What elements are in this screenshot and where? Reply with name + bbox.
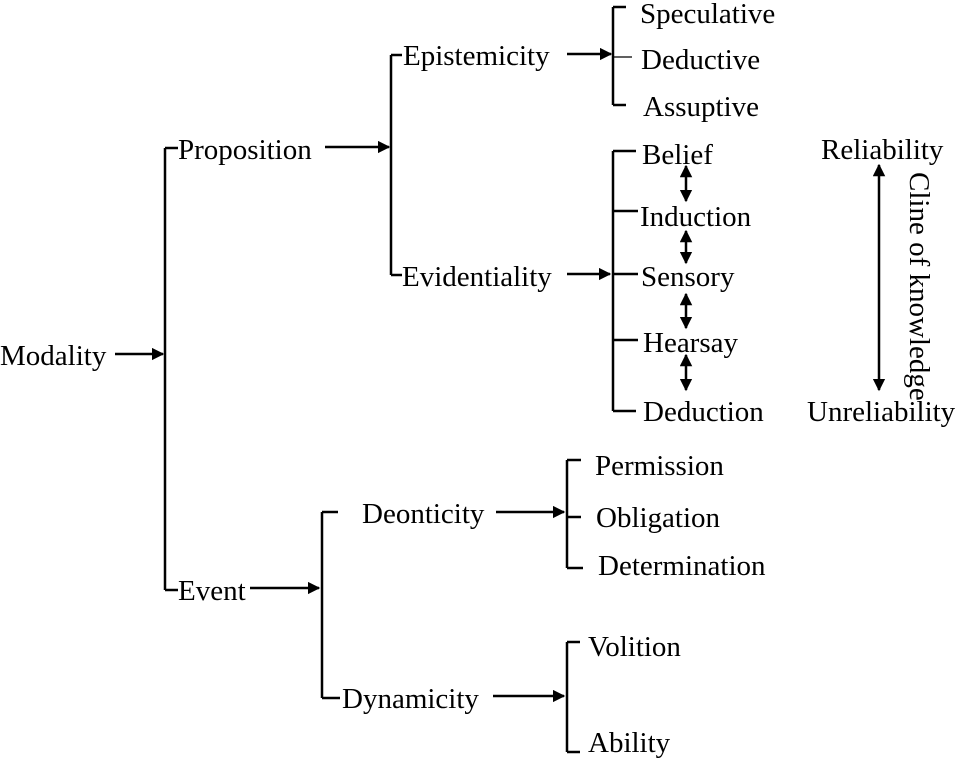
item-assuptive: Assuptive bbox=[643, 91, 759, 123]
item-belief: Belief bbox=[642, 139, 713, 171]
cline-bottom-label: Unreliability bbox=[807, 396, 956, 428]
node-proposition: Proposition bbox=[178, 134, 312, 166]
node-epistemicity: Epistemicity bbox=[403, 40, 550, 72]
node-dynamicity: Dynamicity bbox=[342, 683, 479, 715]
node-event: Event bbox=[178, 575, 246, 607]
cline-top-label: Reliability bbox=[821, 134, 944, 166]
item-hearsay: Hearsay bbox=[643, 327, 739, 359]
node-deonticity: Deonticity bbox=[362, 498, 485, 530]
node-modality: Modality bbox=[0, 340, 107, 372]
item-determination: Determination bbox=[598, 550, 766, 582]
item-permission: Permission bbox=[595, 450, 724, 482]
item-volition: Volition bbox=[588, 631, 681, 663]
cline-label: Cline of knowledge bbox=[903, 172, 935, 401]
item-ability: Ability bbox=[588, 727, 671, 759]
item-obligation: Obligation bbox=[596, 502, 721, 534]
item-sensory: Sensory bbox=[641, 261, 735, 293]
item-deduction: Deduction bbox=[643, 396, 764, 428]
node-evidentiality: Evidentiality bbox=[402, 261, 552, 293]
item-deductive: Deductive bbox=[641, 44, 760, 76]
item-speculative: Speculative bbox=[640, 0, 775, 30]
item-induction: Induction bbox=[640, 201, 752, 233]
